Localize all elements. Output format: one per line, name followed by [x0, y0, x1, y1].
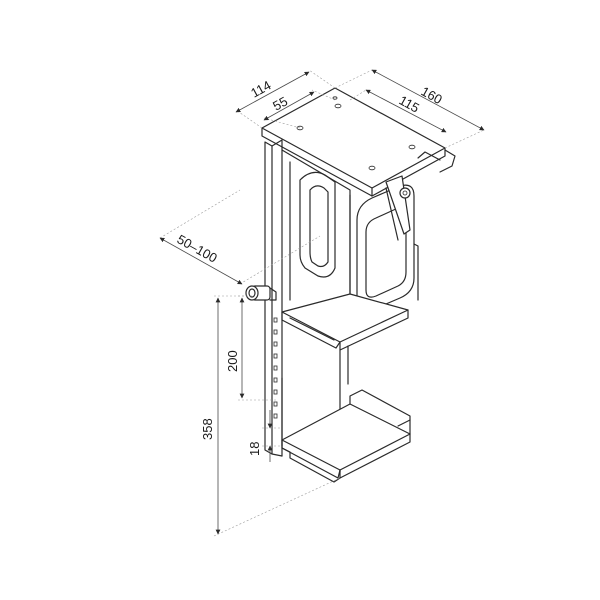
dim-label-114: 114: [248, 77, 273, 100]
vertical-rail: [264, 139, 283, 457]
top-mounting-plate: [261, 87, 456, 197]
dim-label-160: 160: [419, 84, 445, 108]
dimension-18: 18: [247, 410, 282, 462]
dim-label-200: 200: [225, 350, 240, 372]
dimension-50-100: 50–100: [159, 189, 321, 285]
cpu-holder-product: [245, 87, 456, 483]
dim-label-50-100: 50–100: [175, 232, 220, 266]
bottom-tray: [281, 389, 411, 483]
dim-label-55: 55: [270, 93, 290, 113]
adjustment-knob: [245, 285, 277, 301]
dimension-55: 55: [263, 89, 336, 129]
upper-shelf: [281, 293, 409, 351]
dim-label-18: 18: [247, 442, 262, 456]
dim-label-358: 358: [200, 418, 215, 440]
dimension-358: 358: [200, 295, 341, 537]
dimension-200: 200: [225, 295, 278, 401]
rail-holes: [273, 317, 278, 419]
